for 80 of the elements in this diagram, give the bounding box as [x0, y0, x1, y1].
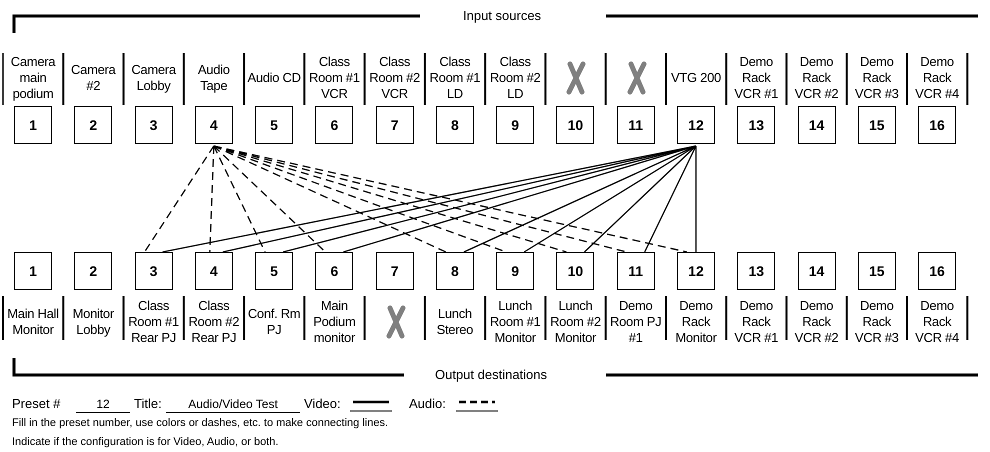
source-label: Demo Rack VCR #2	[794, 53, 840, 103]
dashed-connecting-line	[213, 146, 326, 252]
source-label: Class Room #2 LD	[488, 53, 542, 103]
number-box: 14	[798, 252, 836, 290]
fill-in-line: 12	[76, 397, 130, 413]
number-box: 8	[436, 252, 474, 290]
number-box: 1	[14, 252, 52, 290]
source-label: Class Room #1 LD	[428, 53, 482, 103]
number-box: 12	[676, 252, 715, 290]
source-label: Demo Rack VCR #1	[733, 53, 780, 103]
destination-label: Demo Rack VCR #1	[733, 297, 780, 347]
fill-in-line: Audio/Video Test	[166, 397, 300, 413]
number-box: 15	[858, 252, 896, 290]
destination-label: Demo Rack VCR #4	[914, 297, 960, 347]
source-label: Demo Rack VCR #3	[854, 53, 900, 103]
destination-label: Class Room #1 Rear PJ	[127, 297, 180, 347]
number-box: 2	[74, 252, 112, 290]
source-label: VTG 200	[670, 69, 722, 87]
number-box: 10	[556, 106, 594, 144]
destination-label: Monitor Lobby	[72, 305, 115, 339]
number-box: 5	[255, 252, 294, 290]
destination-label: Conf. Rm PJ	[246, 305, 302, 339]
destination-label: Main Podium monitor	[312, 297, 356, 347]
number-box: 11	[616, 106, 655, 144]
number-box: 12	[676, 106, 715, 144]
instruction-text: Indicate if the configuration is for Video, Audio, or both.	[12, 436, 278, 448]
number-box: 9	[496, 106, 534, 144]
number-box: 10	[556, 252, 594, 290]
number-box: 16	[918, 252, 956, 290]
source-label: Audio Tape	[196, 61, 231, 95]
dashed-connecting-line	[209, 146, 214, 252]
source-label: Demo Rack VCR #4	[914, 53, 960, 103]
source-label: Camera main podium	[10, 53, 56, 103]
number-box: 7	[376, 106, 414, 144]
destination-label: Lunch Room #2 Monitor	[549, 297, 602, 347]
number-box: 3	[134, 252, 173, 290]
connecting-line	[644, 146, 697, 252]
number-box: 14	[798, 106, 836, 144]
legend-label: Audio:	[409, 396, 446, 411]
source-label: Audio CD	[246, 69, 302, 87]
source-label: Camera Lobby	[130, 61, 178, 95]
number-box: 8	[436, 106, 474, 144]
number-box: 5	[255, 106, 294, 144]
connecting-line	[464, 145, 696, 253]
field-label: Preset #	[12, 396, 60, 411]
connecting-line	[584, 146, 696, 252]
dashed-connecting-line	[214, 145, 446, 253]
destination-label: Lunch Stereo	[436, 305, 474, 339]
destination-label: Main Hall Monitor	[6, 305, 60, 339]
destination-label: Demo Rack VCR #3	[854, 297, 900, 347]
connecting-line	[695, 146, 697, 252]
number-box: 6	[315, 106, 354, 144]
destination-label: Demo Rack Monitor	[674, 297, 718, 347]
number-box: 11	[616, 252, 655, 290]
destination-label: Lunch Room #1 Monitor	[488, 297, 542, 347]
source-label: Class Room #2 VCR	[368, 53, 421, 103]
number-box: 3	[134, 106, 173, 144]
section-heading: Output destinations	[435, 367, 548, 382]
section-heading: Input sources	[463, 8, 542, 23]
number-box: 1	[14, 106, 52, 144]
number-box: 4	[194, 252, 233, 290]
number-box: 9	[496, 252, 534, 290]
field-label: Title:	[134, 396, 162, 411]
number-box: 4	[194, 106, 233, 144]
legend-label: Video:	[304, 396, 341, 411]
number-box: 13	[737, 252, 776, 290]
destination-label: Demo Room PJ #1	[609, 297, 662, 347]
number-box: 6	[315, 252, 354, 290]
dashed-connecting-line	[213, 146, 266, 252]
number-box: 7	[376, 252, 414, 290]
instruction-text: Fill in the preset number, use colors or dashes, etc. to make connecting lines.	[12, 417, 388, 429]
destination-label: Class Room #2 Rear PJ	[187, 297, 240, 347]
destination-label: Demo Rack VCR #2	[794, 297, 840, 347]
number-box: 13	[737, 106, 776, 144]
number-box: 15	[858, 106, 896, 144]
source-label: Camera #2	[70, 61, 117, 95]
number-box: 2	[74, 106, 112, 144]
source-label: Class Room #1 VCR	[308, 53, 361, 103]
dashed-connecting-line	[144, 146, 214, 252]
number-box: 16	[918, 106, 956, 144]
